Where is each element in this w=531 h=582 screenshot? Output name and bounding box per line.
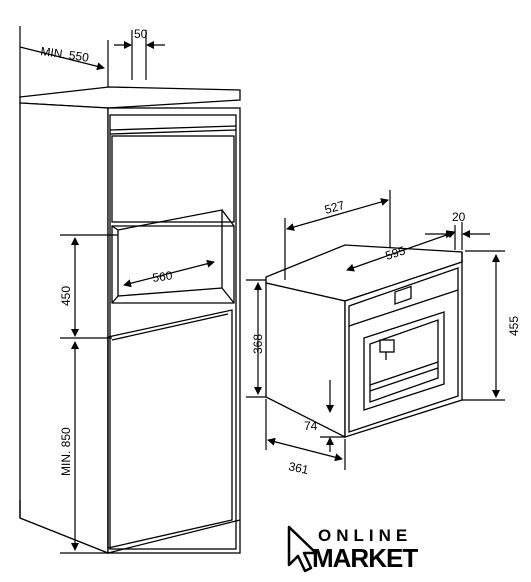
dim-min-550: MIN. 550 xyxy=(40,44,90,65)
logo-line-market: MARKET xyxy=(312,543,418,573)
appliance-dimensions xyxy=(246,190,505,470)
cabinet-drawing xyxy=(19,86,241,554)
dim-niche-height: 450 xyxy=(59,286,73,306)
dim-niche-width: 560 xyxy=(151,268,173,285)
online-market-logo: ONLINE MARKET xyxy=(287,525,419,573)
dim-front-offset: 20 xyxy=(452,210,466,224)
dim-side-depth: 361 xyxy=(287,459,310,477)
dim-top-gap: 50 xyxy=(134,27,148,41)
dim-appliance-width: 595 xyxy=(384,243,408,263)
appliance-drawing xyxy=(265,244,463,439)
cabinet-dimensions xyxy=(19,26,215,554)
dim-appliance-height: 455 xyxy=(507,316,521,336)
logo-line-online: ONLINE xyxy=(318,526,412,545)
dim-lower-min-height: MIN. 850 xyxy=(59,427,73,476)
cursor-arrow-icon xyxy=(287,525,318,573)
dim-body-height: 368 xyxy=(251,334,265,354)
dim-bottom-offset: 74 xyxy=(304,419,318,433)
dim-appliance-depth: 527 xyxy=(323,198,346,217)
